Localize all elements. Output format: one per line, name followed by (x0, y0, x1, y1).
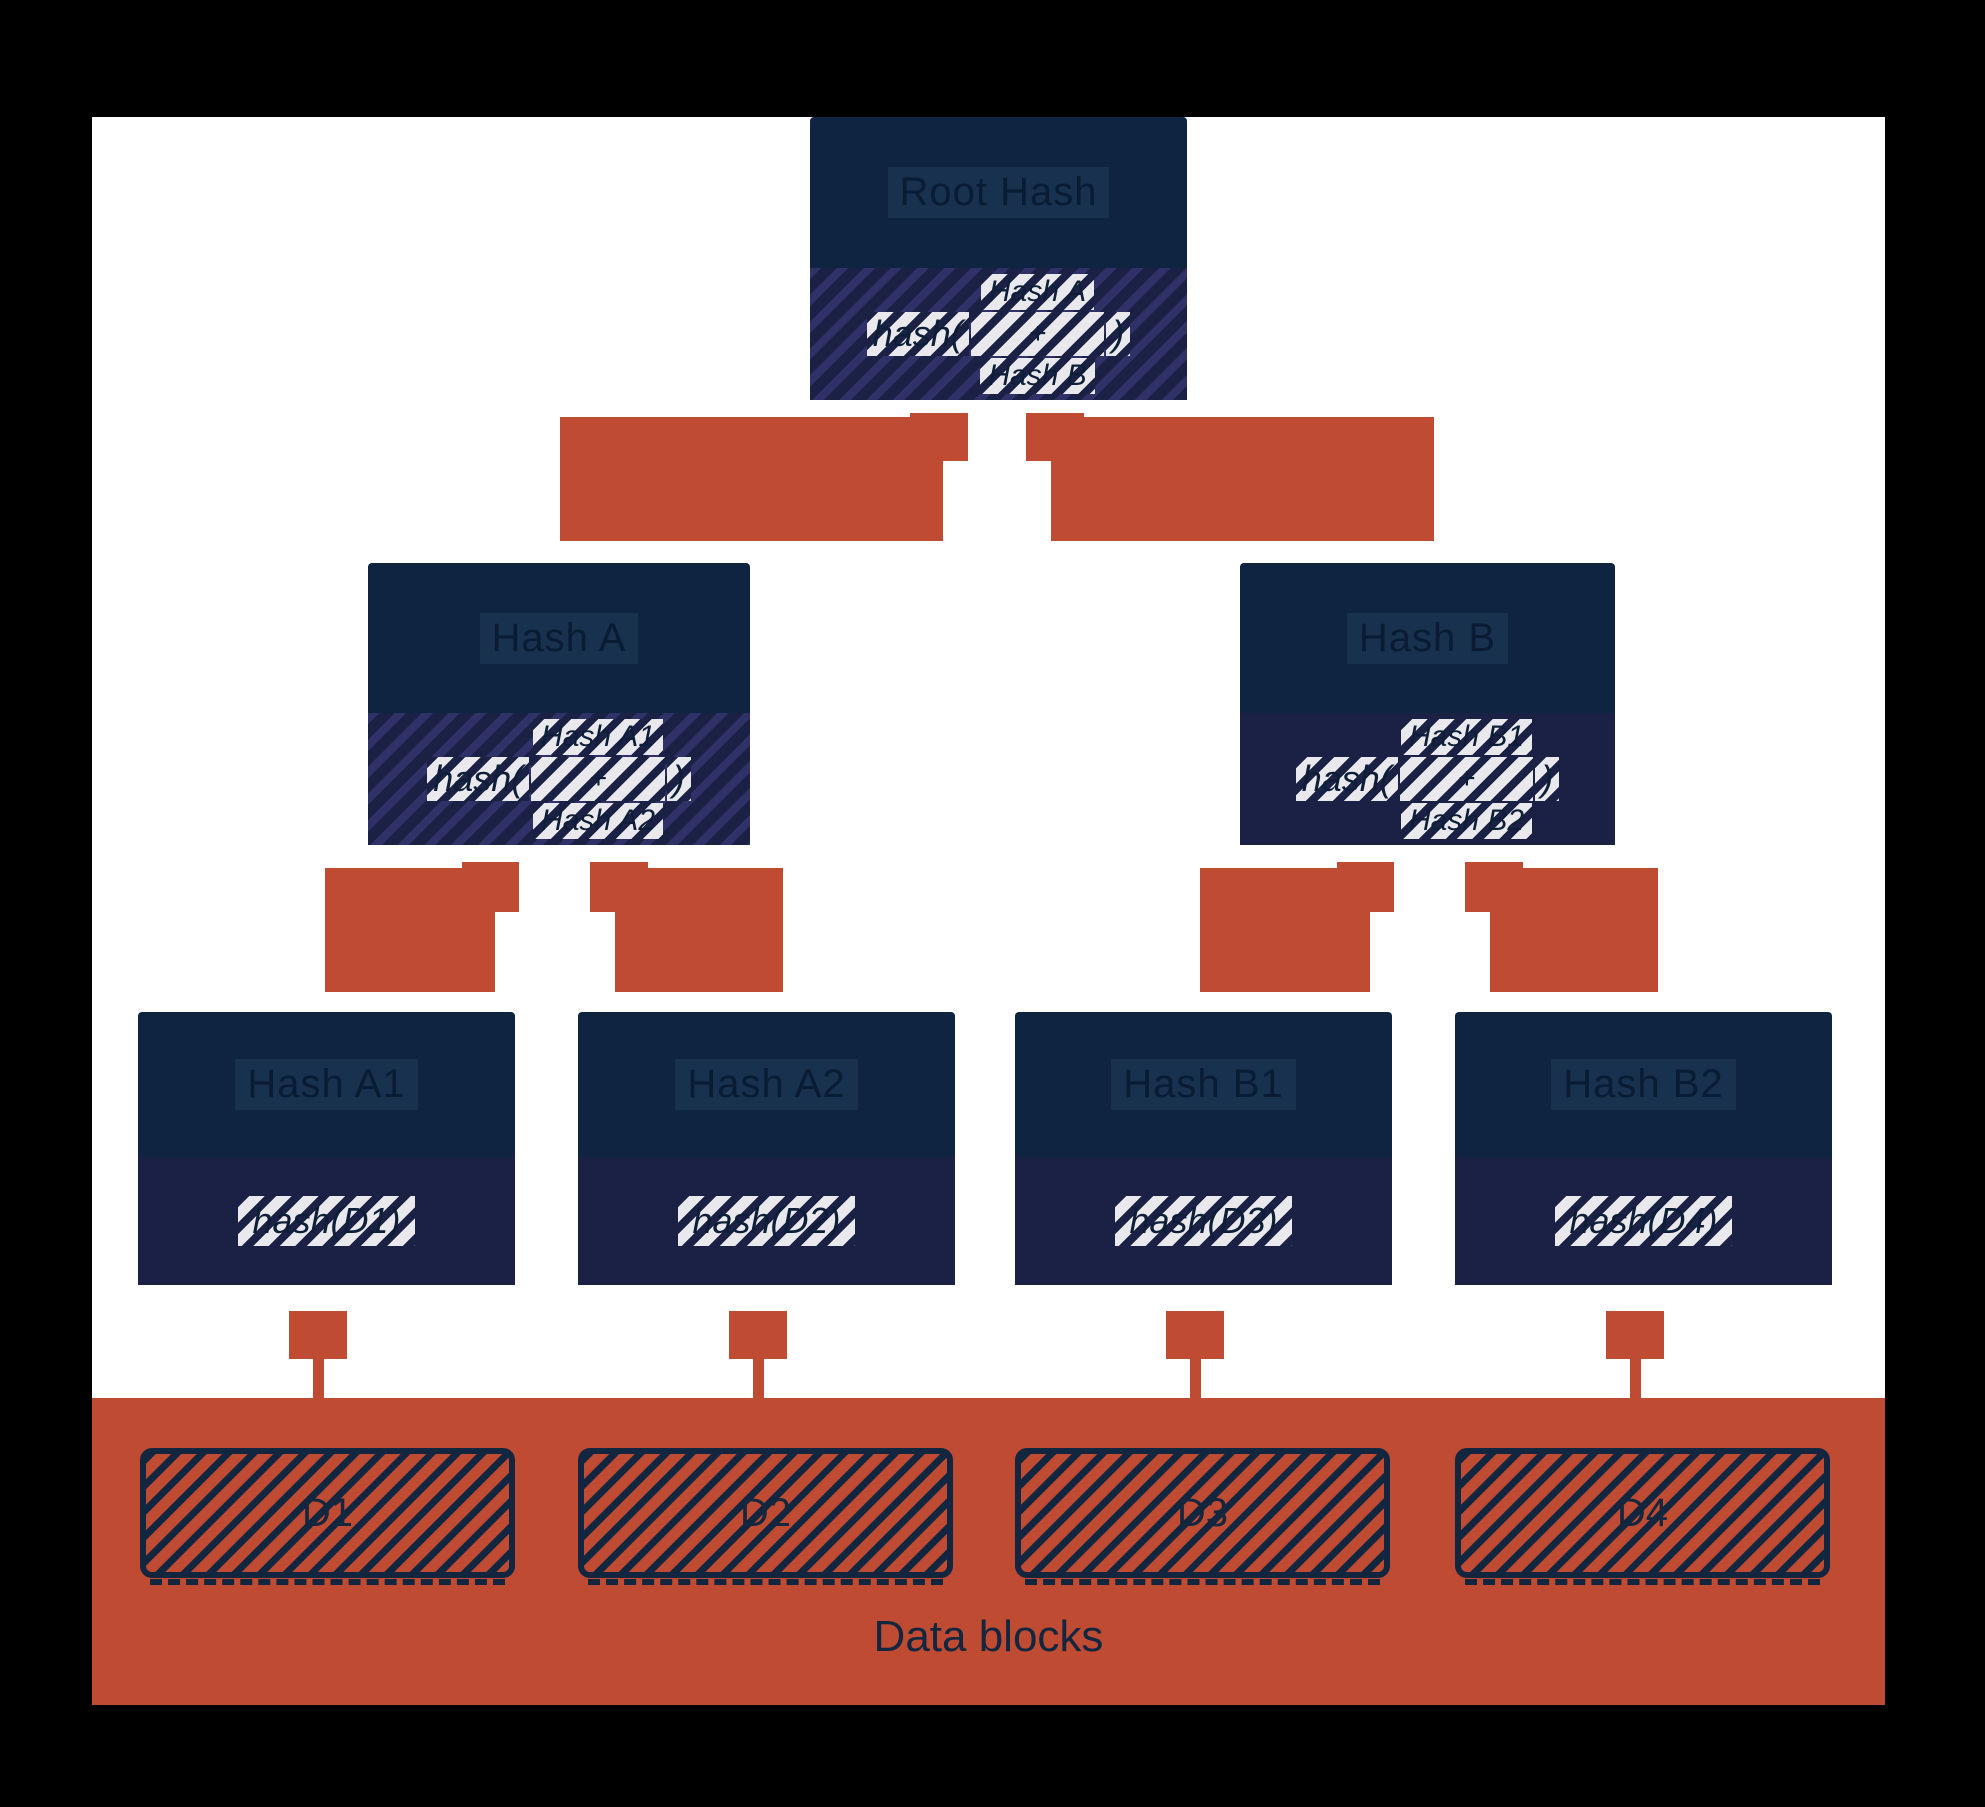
formula-operator: + (531, 757, 665, 801)
data-block-d4-label: D4 (1616, 1490, 1669, 1535)
hash-b-formula-section: hash( Hash B1 + Hash B2 ) (1240, 713, 1615, 845)
hash-a1-node: Hash A1 hash(D1) (138, 1012, 515, 1285)
hash-a2-formula-section: hash(D2) (578, 1157, 955, 1285)
hash-b-formula: hash( Hash B1 + Hash B2 ) (1295, 717, 1560, 841)
formula-prefix: hash( (427, 757, 530, 801)
hash-b2-formula-section: hash(D4) (1455, 1157, 1832, 1285)
formula-term-top: Hash B1 (1400, 719, 1533, 755)
hash-a2-node: Hash A2 hash(D2) (578, 1012, 955, 1285)
root-hash-formula-section: hash( Hash A + Hash B ) (810, 268, 1187, 400)
hash-b1-node: Hash B1 hash(D3) (1015, 1012, 1392, 1285)
hash-b2-node: Hash B2 hash(D4) (1455, 1012, 1832, 1285)
hash-b1-title: Hash B1 (1111, 1059, 1296, 1110)
formula-suffix: ) (666, 757, 691, 801)
formula-term-bottom: Hash B (980, 358, 1095, 394)
root-hash-title: Root Hash (887, 167, 1110, 218)
hash-b1-formula: hash(D3) (1115, 1196, 1292, 1246)
formula-operator: + (970, 312, 1105, 356)
hash-a2-formula: hash(D2) (678, 1196, 855, 1246)
formula-operator: + (1399, 757, 1534, 801)
hash-a-formula: hash( Hash A1 + Hash A2 ) (427, 717, 691, 841)
formula-term-top: Hash A (980, 274, 1095, 310)
formula-term-top: Hash A1 (533, 719, 663, 755)
root-hash-node: Root Hash hash( Hash A + Hash B ) (810, 117, 1187, 400)
hash-a2-title: Hash A2 (675, 1059, 858, 1110)
formula-prefix: hash( (1295, 757, 1398, 801)
hash-a-node: Hash A hash( Hash A1 + Hash A2 ) (368, 563, 750, 845)
data-block-d4: D4 (1455, 1448, 1830, 1585)
formula-term-bottom: Hash A2 (533, 803, 663, 839)
data-block-d1: D1 (140, 1448, 515, 1585)
formula-term-bottom: Hash B2 (1400, 803, 1533, 839)
data-blocks-caption: Data blocks (873, 1612, 1104, 1661)
formula-suffix: ) (1535, 757, 1560, 801)
root-hash-formula: hash( Hash A + Hash B ) (866, 272, 1131, 396)
hash-a-formula-section: hash( Hash A1 + Hash A2 ) (368, 713, 750, 845)
hash-b-title: Hash B (1346, 612, 1509, 664)
hash-b1-formula-section: hash(D3) (1015, 1157, 1392, 1285)
hash-a1-title: Hash A1 (235, 1059, 418, 1110)
hash-b-node: Hash B hash( Hash B1 + Hash B2 ) (1240, 563, 1615, 845)
data-block-d3: D3 (1015, 1448, 1390, 1585)
formula-prefix: hash( (866, 312, 969, 356)
data-block-d2: D2 (578, 1448, 953, 1585)
hash-b2-formula: hash(D4) (1555, 1196, 1732, 1246)
formula-suffix: ) (1106, 312, 1131, 356)
hash-a1-formula: hash(D1) (238, 1196, 415, 1246)
data-block-d2-label: D2 (739, 1490, 792, 1535)
data-block-d3-label: D3 (1176, 1490, 1229, 1535)
hash-b2-title: Hash B2 (1551, 1059, 1736, 1110)
data-block-d1-label: D1 (301, 1490, 354, 1535)
hash-a1-formula-section: hash(D1) (138, 1157, 515, 1285)
hash-a-title: Hash A (479, 612, 639, 664)
